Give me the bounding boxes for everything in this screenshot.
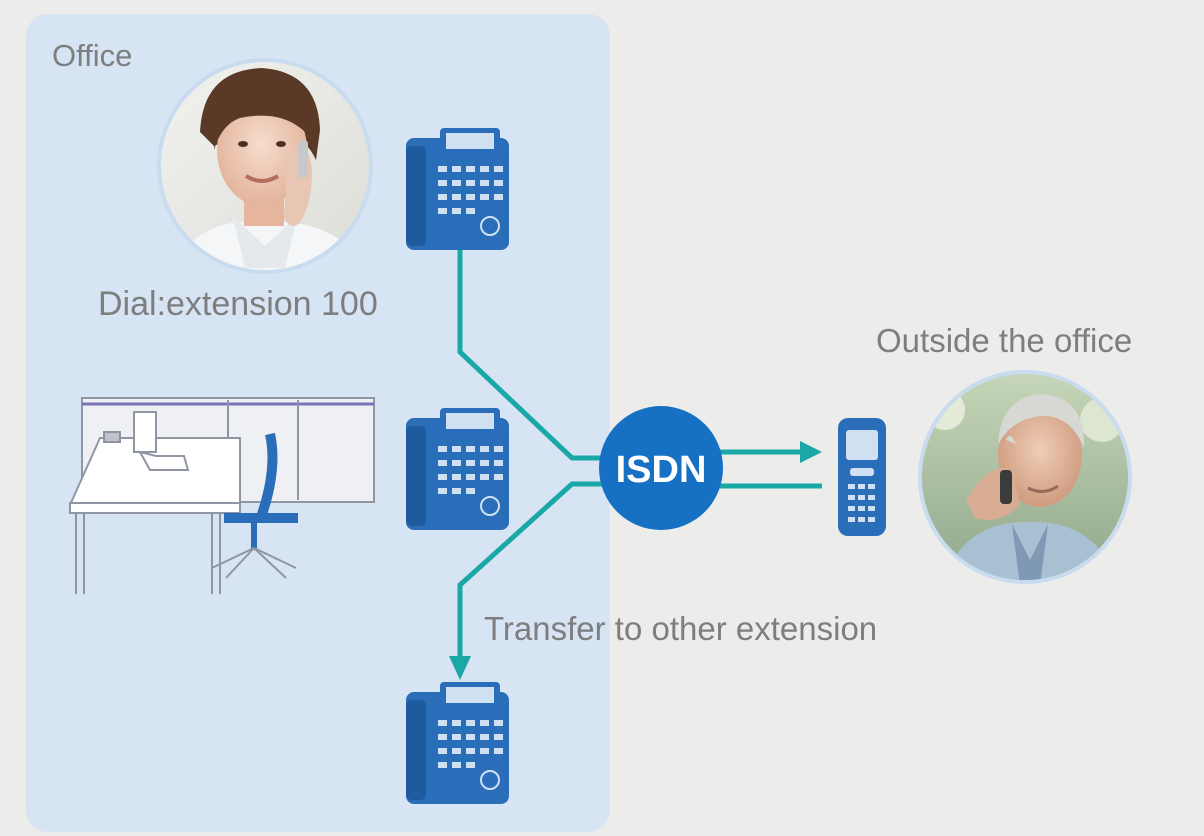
dial-extension-label: Dial:extension 100 — [98, 285, 378, 323]
woman-on-phone-photo — [157, 58, 373, 274]
line-isdn-to-transfer — [457, 481, 614, 660]
outside-office-label: Outside the office — [876, 322, 1133, 359]
isdn-label: ISDN — [616, 449, 707, 491]
isdn-node: ISDN — [599, 406, 723, 530]
arrow-to-transfer-phone — [449, 656, 471, 680]
line-ext100-to-isdn — [457, 240, 614, 461]
transfer-label: Transfer to other extension — [484, 610, 878, 647]
connection-lines — [457, 240, 822, 660]
office-desk-illustration — [68, 397, 375, 594]
office-label: Office — [52, 38, 133, 73]
desk-phone-transfer — [406, 682, 509, 804]
desk-phone-ext100 — [406, 128, 509, 250]
man-on-mobile-photo — [918, 370, 1132, 584]
mobile-phone-icon — [838, 418, 886, 536]
desk-phone-middle — [406, 408, 509, 530]
arrow-to-mobile — [800, 441, 822, 463]
